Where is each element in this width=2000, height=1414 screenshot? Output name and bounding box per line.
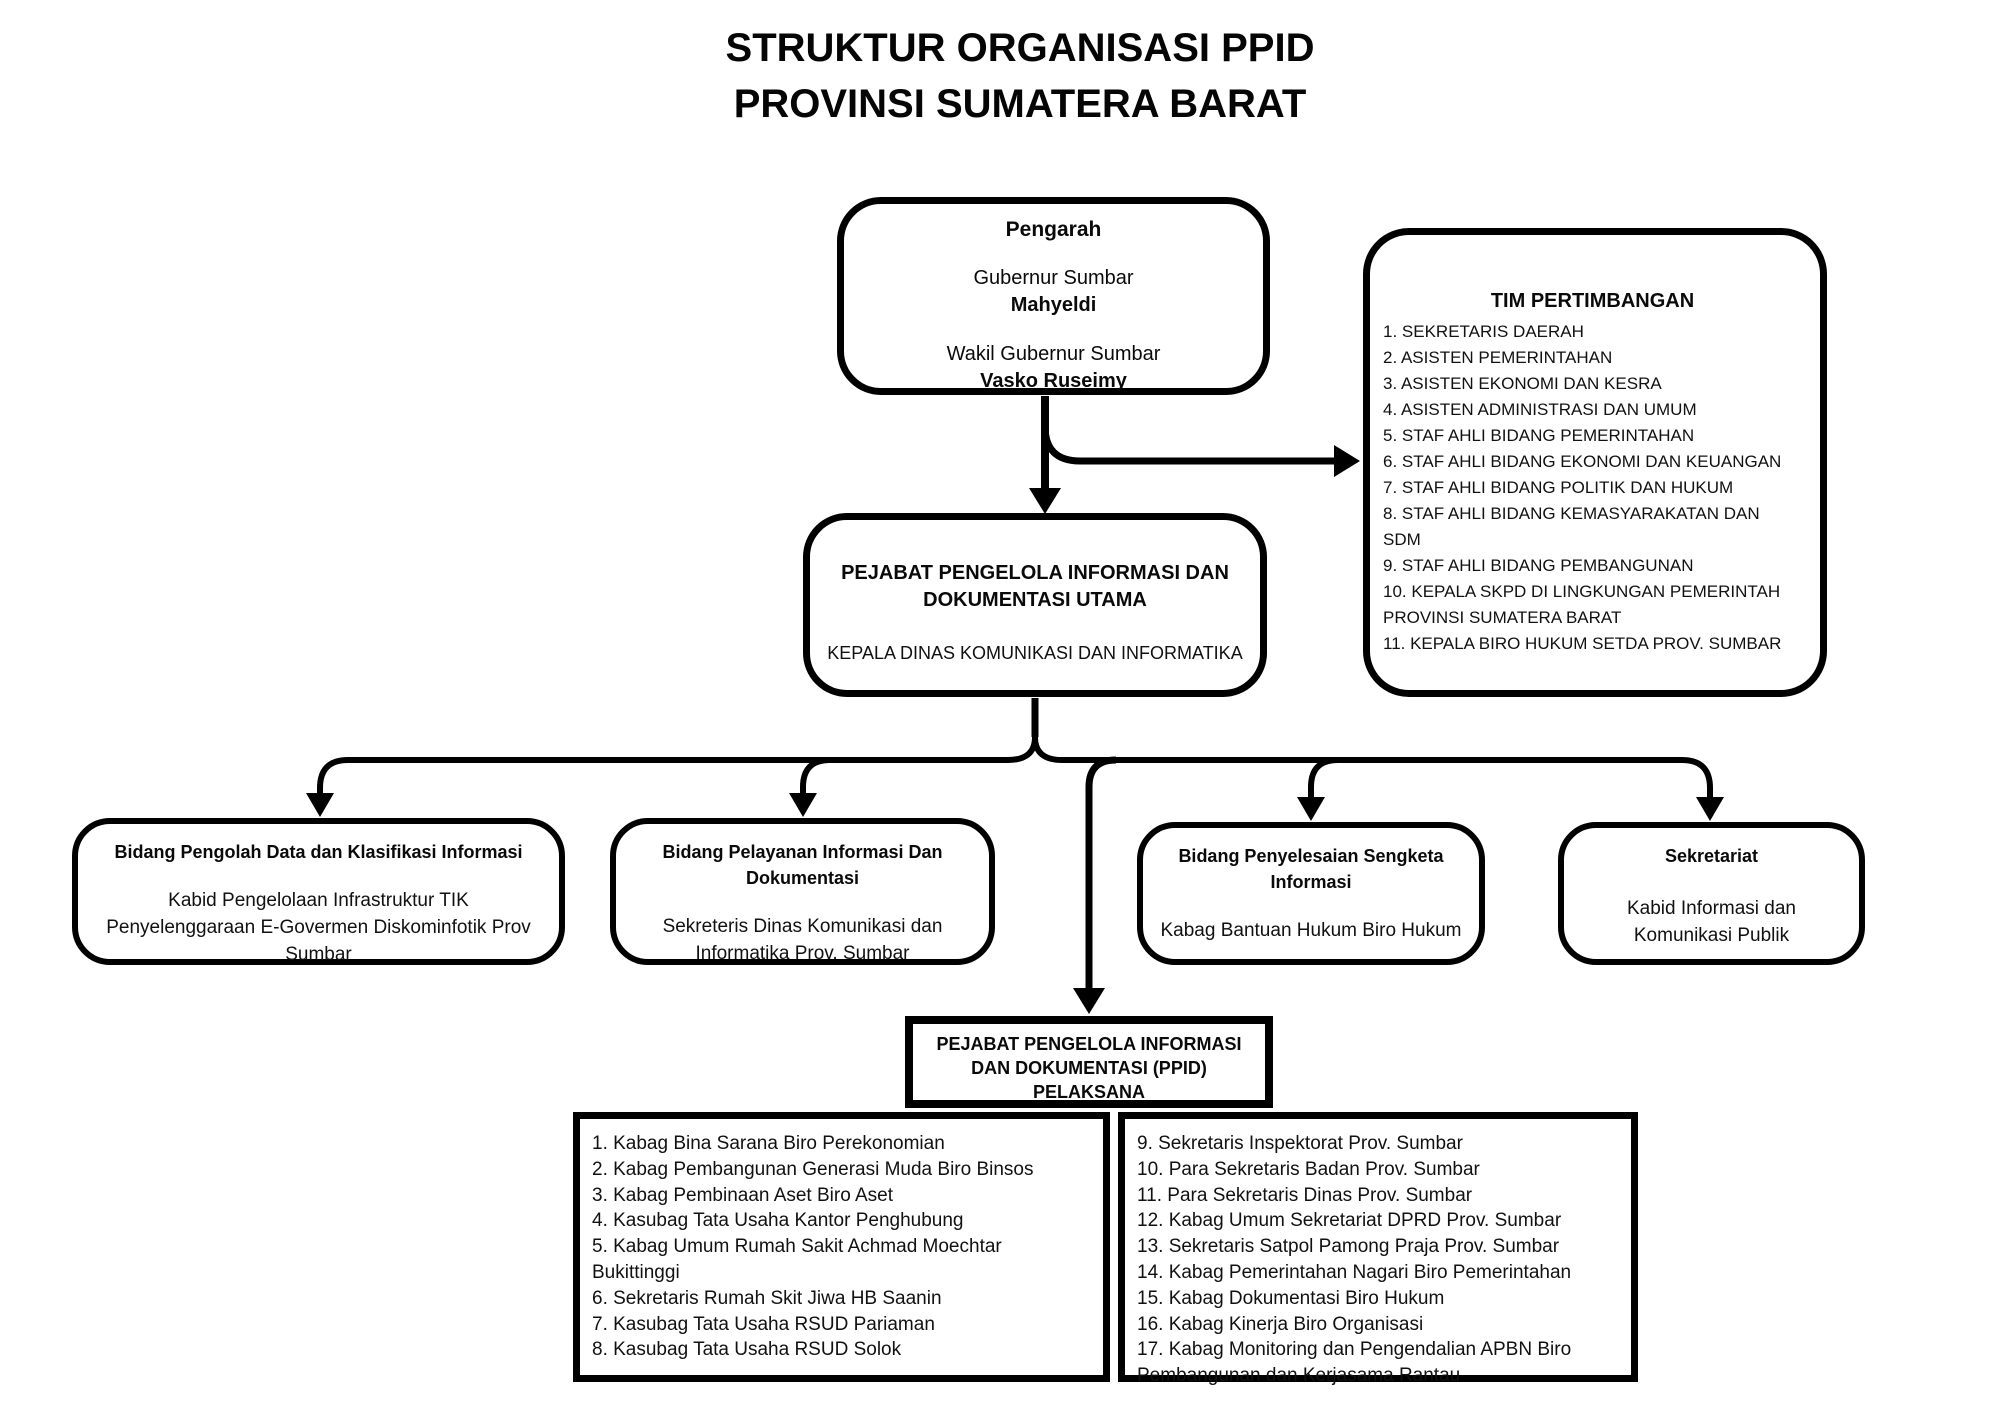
box-ppid-utama: PEJABAT PENGELOLA INFORMASI DAN DOKUMENT… — [803, 513, 1267, 697]
page-title-line2: PROVINSI SUMATERA BARAT — [733, 82, 1307, 126]
tim-item: 5. STAF AHLI BIDANG PEMERINTAHAN — [1383, 426, 1695, 445]
connector-drop-bidang-sengketa — [1308, 757, 1339, 800]
box-bidang-pengolah-data: Bidang Pengolah Data dan Klasifikasi Inf… — [72, 818, 565, 965]
sekretariat-heading: Sekretariat — [1664, 846, 1759, 866]
vice-governor-name: Vasko Ruseimy — [980, 370, 1127, 392]
tim-item: 4. ASISTEN ADMINISTRASI DAN UMUM — [1383, 400, 1697, 419]
bidang-pengolah-data-heading: Bidang Pengolah Data dan Klasifikasi Inf… — [114, 842, 523, 862]
list-item: 6. Sekretaris Rumah Skit Jiwa HB Saanin — [592, 1287, 942, 1309]
pengarah-governor-group: Gubernur Sumbar Mahyeldi — [844, 265, 1263, 319]
connector-to-tim-pertimbangan — [1041, 425, 1347, 465]
tim-item: 1. SEKRETARIS DAERAH — [1383, 322, 1584, 341]
box-pengarah: Pengarah Gubernur Sumbar Mahyeldi Wakil … — [837, 197, 1270, 395]
tim-item: 11. KEPALA BIRO HUKUM SETDA PROV. SUMBAR — [1383, 634, 1782, 653]
bidang-sengketa-subtitle: Kabag Bantuan Hukum Biro Hukum — [1160, 920, 1462, 941]
page-title-line1: STRUKTUR ORGANISASI PPID — [725, 26, 1315, 70]
list-item: 4. Kasubag Tata Usaha Kantor Penghubung — [592, 1210, 964, 1232]
box-tim-pertimbangan: TIM PERTIMBANGAN 1. SEKRETARIS DAERAH 2.… — [1363, 228, 1827, 697]
bidang-sengketa-heading: Bidang Penyelesaian Sengketa Informasi — [1178, 846, 1444, 892]
ppid-utama-heading: PEJABAT PENGELOLA INFORMASI DAN DOKUMENT… — [841, 562, 1229, 611]
arrowhead-sekretariat — [1696, 797, 1724, 821]
bidang-pelayanan-subtitle: Sekreteris Dinas Komunikasi dan Informat… — [662, 916, 943, 964]
tim-item: 2. ASISTEN PEMERINTAHAN — [1383, 348, 1613, 367]
tim-item: 3. ASISTEN EKONOMI DAN KESRA — [1383, 374, 1662, 393]
tim-pertimbangan-heading: TIM PERTIMBANGAN — [1490, 290, 1695, 312]
arrowhead-bidang-pelayanan — [789, 793, 817, 817]
page-title: STRUKTUR ORGANISASI PPID PROVINSI SUMATE… — [320, 20, 1720, 132]
box-sekretariat: Sekretariat Kabid Informasi dan Komunika… — [1558, 822, 1865, 965]
governor-role: Gubernur Sumbar — [973, 267, 1134, 289]
arrowhead-utama — [1029, 488, 1061, 514]
list-item: 14. Kabag Pemerintahan Nagari Biro Pemer… — [1137, 1261, 1572, 1283]
tim-item: 10. KEPALA SKPD DI LINGKUNGAN PEMERINTAH… — [1383, 582, 1781, 627]
pengarah-vice-governor-group: Wakil Gubernur Sumbar Vasko Ruseimy — [844, 341, 1263, 395]
bidang-pelayanan-heading: Bidang Pelayanan Informasi Dan Dokumenta… — [662, 842, 943, 888]
list-item: 8. Kasubag Tata Usaha RSUD Solok — [592, 1339, 902, 1361]
connector-rail-right — [1032, 736, 1713, 800]
list-item: 1. Kabag Bina Sarana Biro Perekonomian — [592, 1133, 945, 1154]
box-bidang-sengketa: Bidang Penyelesaian Sengketa Informasi K… — [1137, 822, 1485, 965]
connector-rail-left — [317, 736, 1038, 798]
box-bidang-pelayanan: Bidang Pelayanan Informasi Dan Dokumenta… — [610, 818, 995, 965]
list-item: 5. Kabag Umum Rumah Sakit Achmad Moechta… — [592, 1236, 1002, 1283]
connector-drop-pelaksana — [1085, 756, 1117, 996]
arrowhead-bidang-pengolah — [306, 793, 334, 817]
vice-governor-role: Wakil Gubernur Sumbar — [946, 343, 1161, 365]
tim-item: 7. STAF AHLI BIDANG POLITIK DAN HUKUM — [1383, 478, 1734, 497]
list-item: 2. Kabag Pembangunan Generasi Muda Biro … — [592, 1158, 1034, 1180]
ppid-pelaksana-heading: PEJABAT PENGELOLA INFORMASI DAN DOKUMENT… — [936, 1034, 1242, 1102]
tim-item: 6. STAF AHLI BIDANG EKONOMI DAN KEUANGAN — [1383, 452, 1782, 471]
box-ppid-pelaksana: PEJABAT PENGELOLA INFORMASI DAN DOKUMENT… — [905, 1016, 1273, 1108]
ppid-pelaksana-list-right: 9. Sekretaris Inspektorat Prov. Sumbar 1… — [1118, 1112, 1638, 1386]
list-item: 9. Sekretaris Inspektorat Prov. Sumbar — [1137, 1133, 1463, 1154]
list-item: 12. Kabag Umum Sekretariat DPRD Prov. Su… — [1137, 1210, 1562, 1232]
list-item: 7. Kasubag Tata Usaha RSUD Pariaman — [592, 1313, 935, 1335]
tim-item: 8. STAF AHLI BIDANG KEMASYARAKATAN DAN S… — [1383, 504, 1760, 549]
list-item: 11. Para Sekretaris Dinas Prov. Sumbar — [1137, 1184, 1473, 1206]
list-item: 10. Para Sekretaris Badan Prov. Sumbar — [1137, 1158, 1480, 1180]
sekretariat-subtitle: Kabid Informasi dan Komunikasi Publik — [1627, 898, 1796, 946]
tim-item: 9. STAF AHLI BIDANG PEMBANGUNAN — [1383, 556, 1694, 575]
list-item: 17. Kabag Monitoring dan Pengendalian AP… — [1137, 1339, 1572, 1387]
pengarah-heading: Pengarah — [1005, 218, 1102, 241]
connector-drop-bidang-pelayanan — [800, 757, 831, 798]
list-item: 15. Kabag Dokumentasi Biro Hukum — [1137, 1287, 1445, 1309]
list-item: 3. Kabag Pembinaan Aset Biro Aset — [592, 1184, 894, 1206]
list-item: 13. Sekretaris Satpol Pamong Praja Prov.… — [1137, 1236, 1560, 1258]
arrowhead-pelaksana — [1073, 988, 1105, 1014]
arrowhead-tim — [1334, 445, 1360, 477]
list-item: 16. Kabag Kinerja Biro Organisasi — [1137, 1313, 1424, 1335]
arrowhead-bidang-sengketa — [1297, 797, 1325, 821]
bidang-pengolah-data-subtitle: Kabid Pengelolaan Infrastruktur TIK Peny… — [106, 890, 531, 965]
ppid-pelaksana-list-left: 1. Kabag Bina Sarana Biro Perekonomian 2… — [573, 1112, 1110, 1382]
governor-name: Mahyeldi — [1010, 294, 1097, 316]
ppid-utama-subtitle: KEPALA DINAS KOMUNIKASI DAN INFORMATIKA — [827, 643, 1243, 663]
